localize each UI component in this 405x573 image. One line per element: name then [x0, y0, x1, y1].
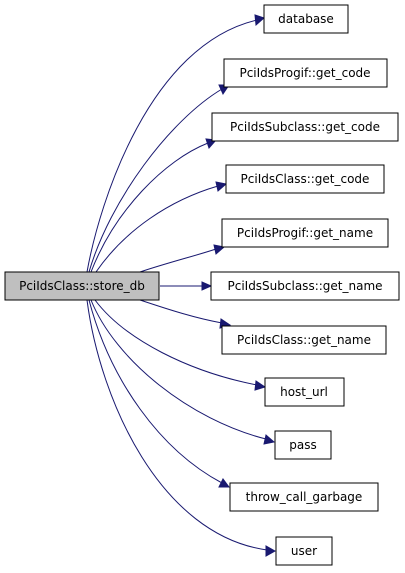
node-class-get-name[interactable]: PciIdsClass::get_name — [221, 325, 387, 355]
edge-throw-call-garbage — [88, 299, 223, 484]
node-subclass-get-code[interactable]: PciIdsSubclass::get_code — [211, 112, 399, 142]
edge-arrow-subclass-get-name — [201, 281, 213, 291]
node-pass[interactable]: pass — [274, 430, 332, 460]
root-node-label: PciIdsClass::store_db — [19, 279, 145, 293]
node-subclass-get-name[interactable]: PciIdsSubclass::get_name — [210, 271, 400, 301]
node-label: PciIdsClass::get_code — [241, 172, 370, 186]
node-label: PciIdsClass::get_name — [237, 333, 371, 347]
node-label: user — [291, 544, 317, 558]
edge-progif-get-name — [139, 248, 217, 273]
edge-subclass-get-code — [90, 142, 209, 273]
node-label: PciIdsSubclass::get_name — [227, 279, 382, 293]
node-label: PciIdsProgif::get_name — [237, 226, 373, 240]
edge-arrow-host-url — [254, 380, 267, 391]
edge-arrow-user — [265, 545, 277, 557]
edge-arrow-pass — [263, 434, 276, 445]
edge-arrow-throw-call-garbage — [218, 478, 230, 488]
edge-progif-get-code — [88, 88, 223, 273]
node-label: pass — [289, 438, 316, 452]
node-user[interactable]: user — [275, 536, 333, 566]
node-label: throw_call_garbage — [246, 490, 363, 504]
edge-class-get-name — [139, 299, 223, 324]
node-database[interactable]: database — [263, 4, 349, 34]
edge-user — [86, 299, 268, 551]
node-label: PciIdsSubclass::get_code — [230, 120, 380, 134]
edge-pass — [90, 299, 267, 440]
edge-class-get-code — [95, 185, 219, 273]
edge-host-url — [94, 299, 258, 386]
node-progif-get-name[interactable]: PciIdsProgif::get_name — [221, 218, 389, 248]
node-throw-call-garbage[interactable]: throw_call_garbage — [229, 482, 379, 512]
node-label: PciIdsProgif::get_code — [239, 66, 370, 80]
edge-arrow-database — [254, 14, 265, 27]
edge-database — [86, 19, 258, 273]
node-progif-get-code[interactable]: PciIdsProgif::get_code — [223, 58, 388, 88]
node-label: host_url — [280, 385, 328, 399]
node-class-get-code[interactable]: PciIdsClass::get_code — [225, 164, 385, 194]
root-node[interactable]: PciIdsClass::store_db — [4, 271, 160, 301]
node-host-url[interactable]: host_url — [264, 377, 345, 407]
edge-arrow-class-get-code — [215, 181, 228, 192]
node-label: database — [278, 12, 334, 26]
